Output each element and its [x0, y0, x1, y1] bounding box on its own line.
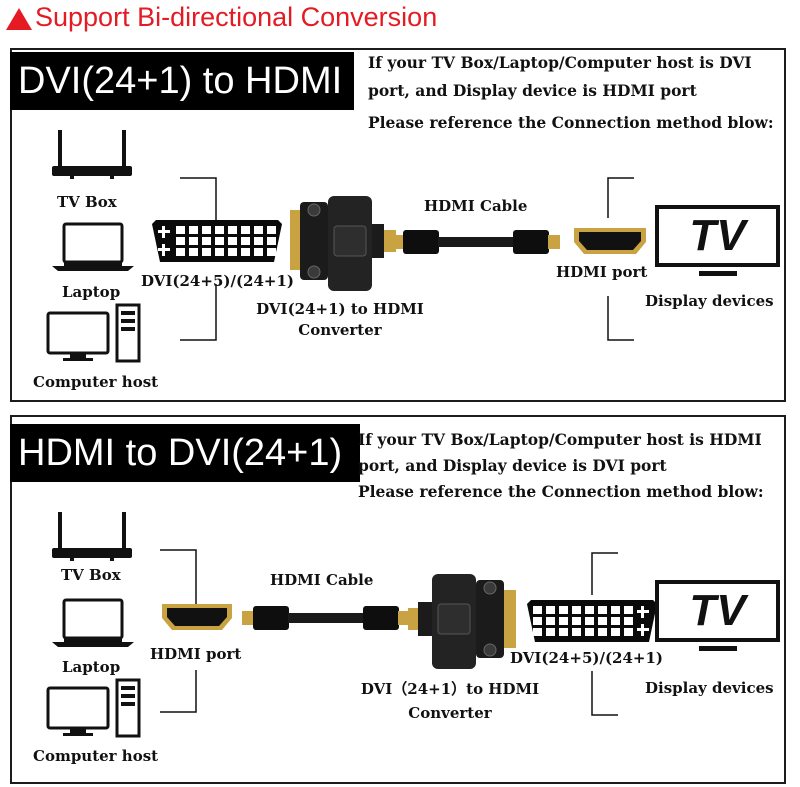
dvi-hdmi-converter-icon: [290, 196, 396, 291]
page-title: Support Bi-directional Conversion: [35, 2, 438, 32]
router-icon: [52, 512, 132, 561]
hdmi-cable-icon: [242, 606, 410, 630]
laptop-icon: [52, 598, 134, 647]
source-laptop: Laptop: [62, 283, 121, 301]
source-computer-host: Computer host: [33, 373, 159, 391]
panel2-left-bracket: [160, 549, 197, 713]
tv-label: TV: [689, 211, 746, 260]
dvi-hdmi-converter-icon: [408, 574, 516, 669]
panel1-info-line-1: If your TV Box/Laptop/Computer host is D…: [368, 53, 752, 72]
panel1-info-line-2: port, and Display device is HDMI port: [368, 81, 697, 100]
laptop-icon: [52, 222, 134, 271]
panel1-title: DVI(24+1) to HDMI: [10, 52, 354, 110]
panel2-port-left: HDMI port: [150, 645, 242, 663]
panel1-converter-line-1: DVI(24+1) to HDMI: [256, 300, 424, 318]
dvi-port-icon: [152, 220, 282, 262]
hdmi-port-icon: [162, 604, 232, 630]
panel1-port-left: DVI(24+5)/(24+1): [141, 272, 295, 290]
source-computer-host: Computer host: [33, 747, 159, 765]
source-laptop: Laptop: [62, 658, 121, 676]
router-icon: [52, 130, 132, 179]
panel2-port-right: DVI(24+5)/(24+1): [510, 649, 664, 667]
panel1-info-line-3: Please reference the Connection method b…: [368, 113, 774, 132]
dvi-port-icon: [527, 600, 657, 642]
panel1-right-bracket: [607, 177, 634, 341]
tv-label: TV: [689, 586, 746, 635]
panel2-info-line-2: port, and Display device is DVI port: [358, 456, 667, 475]
panel2-display-label: Display devices: [645, 679, 774, 697]
panel1-cable-label: HDMI Cable: [424, 197, 528, 215]
panel2-title: HDMI to DVI(24+1): [10, 424, 360, 482]
source-tv-box: TV Box: [57, 193, 117, 211]
panel2-right-bracket: [591, 552, 618, 716]
panel1-converter-line-2: Converter: [298, 321, 382, 339]
panel2-converter-line-1: DVI（24+1）to HDMI: [360, 680, 540, 698]
panel2-info-line-3: Please reference the Connection method b…: [358, 482, 764, 501]
computer-host-icon: [46, 678, 141, 738]
warning-triangle-icon: [6, 8, 32, 30]
hdmi-port-icon: [574, 228, 646, 254]
tv-display-icon: [655, 580, 780, 651]
panel2-info-line-1: If your TV Box/Laptop/Computer host is H…: [358, 430, 762, 449]
panel2-converter-line-2: Converter: [408, 704, 492, 722]
computer-host-icon: [46, 303, 141, 363]
source-tv-box: TV Box: [61, 566, 121, 584]
panel1-port-right: HDMI port: [556, 263, 648, 281]
hdmi-cable-icon: [392, 230, 560, 254]
tv-display-icon: [655, 205, 780, 276]
panel2-cable-label: HDMI Cable: [270, 571, 374, 589]
panel1-display-label: Display devices: [645, 292, 774, 310]
